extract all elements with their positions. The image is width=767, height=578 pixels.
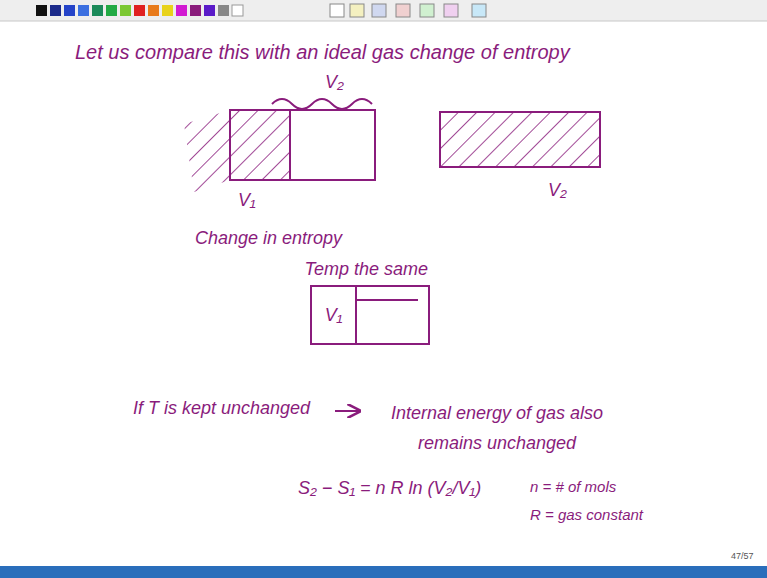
swatch <box>36 5 47 16</box>
swatch <box>134 5 145 16</box>
section-heading: Change in entropy <box>195 228 342 250</box>
tool-icon <box>330 4 344 17</box>
expanded-gas-box <box>440 112 600 167</box>
swatch <box>78 5 89 16</box>
partition-line <box>357 299 418 301</box>
container-box <box>230 110 375 180</box>
consequence-note: Internal energy of gas also remains unch… <box>368 398 626 458</box>
swatch <box>148 5 159 16</box>
swatch <box>162 5 173 16</box>
swatch <box>204 5 215 16</box>
status-bar <box>0 566 767 578</box>
swatch <box>92 5 103 16</box>
note-heading: Let us compare this with an ideal gas ch… <box>75 40 570 64</box>
tool-icon <box>350 4 364 17</box>
swatch <box>106 5 117 16</box>
volume-brace <box>272 99 372 109</box>
tool-icon <box>396 4 410 17</box>
volume-label: V₂ <box>325 72 344 94</box>
swatch <box>50 5 61 16</box>
entropy-formula: S₂ − S₁ = n R ln (V₂/V₁) <box>298 478 481 500</box>
tool-icon <box>372 4 386 17</box>
gas-hatching <box>230 110 290 180</box>
tool-icon <box>444 4 458 17</box>
volume-label: V₂ <box>548 180 567 202</box>
color-swatches <box>36 4 486 17</box>
swatch <box>190 5 201 16</box>
gas-compartment: V₁ <box>312 287 357 345</box>
toolbar <box>0 0 767 21</box>
symbol-note: n = # of mols <box>530 478 616 496</box>
implies-arrow <box>335 410 360 412</box>
tool-icon <box>472 4 486 17</box>
swatch <box>64 5 75 16</box>
condition-note: If T is kept unchanged <box>133 398 310 420</box>
wall-hatching <box>184 110 230 192</box>
toolbar-edge <box>0 21 767 22</box>
swatch <box>176 5 187 16</box>
symbol-note: R = gas constant <box>530 506 643 524</box>
swatch <box>120 5 131 16</box>
box-heading: Temp the same <box>305 259 428 281</box>
volume-label: V₁ <box>238 190 256 212</box>
swatch <box>232 5 243 16</box>
tool-icon <box>420 4 434 17</box>
volume-label: V₁ <box>325 305 343 327</box>
container-box: Temp the sameV₁ <box>310 285 430 345</box>
swatch <box>218 5 229 16</box>
page-number: 47/57 <box>731 551 754 562</box>
partition <box>289 110 291 180</box>
